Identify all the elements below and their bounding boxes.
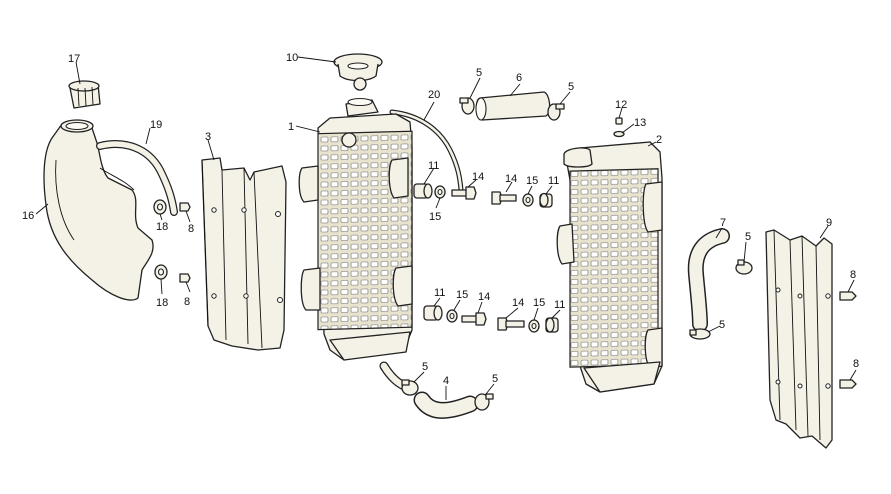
callout-15-upper-right: 15: [526, 175, 538, 187]
callout-11-upper-left: 11: [428, 160, 439, 172]
lower-hose-part: [413, 391, 479, 419]
bolt-part-14-upper-right: [491, 191, 517, 205]
pin-part-8-lower-right: [839, 379, 857, 389]
hose-clamp-part-5-lower-left: [401, 379, 419, 396]
callout-14-lower-right: 14: [512, 297, 524, 309]
callout-5-upper-left: 5: [476, 67, 482, 79]
leader-lines: [35, 56, 857, 400]
bolt-part-14-lower-left: [461, 312, 487, 326]
callout-5-right-upper: 5: [745, 231, 751, 243]
callout-4: 4: [443, 375, 449, 387]
curved-hose-part: [687, 228, 730, 332]
washer-part-18-lower: [154, 264, 168, 280]
callout-8-upper-left: 8: [188, 223, 194, 235]
washer-part-15-upper-left: [434, 185, 446, 199]
callout-8-lower-left: 8: [184, 296, 190, 308]
callout-14-lower-left: 14: [478, 291, 490, 303]
callout-3: 3: [205, 131, 211, 143]
grommet-part-11-lower-right: [545, 317, 559, 333]
right-radiator-part: [556, 141, 663, 393]
callout-17: 17: [68, 53, 80, 65]
callout-labels: 17 16 19 18 18 8 8 3 10 1 20 5 6 5 12 13…: [22, 52, 859, 387]
pin-part-8-lower-left: [179, 273, 191, 283]
callout-18-upper: 18: [156, 221, 168, 233]
hose-clamp-part-5-upper-right: [547, 103, 565, 121]
callout-14-upper-left: 14: [472, 171, 484, 183]
callout-13: 13: [634, 117, 646, 129]
callout-5-lower-left: 5: [422, 361, 428, 373]
callout-11-lower-left: 11: [434, 287, 445, 299]
callout-6: 6: [516, 72, 522, 84]
callout-9: 9: [826, 217, 832, 229]
left-radiator-core: [317, 130, 413, 331]
callout-8-upper-right: 8: [850, 269, 856, 281]
callout-11-upper-right: 11: [548, 175, 559, 187]
callout-11-lower-right: 11: [554, 299, 565, 311]
overflow-tube-part: [389, 109, 464, 193]
callout-5-lower-right: 5: [492, 373, 498, 385]
seal-washer-part-13: [613, 130, 625, 138]
grommet-part-11-upper-left: [413, 183, 433, 199]
right-shroud-part: [765, 229, 833, 449]
callout-18-lower: 18: [156, 297, 168, 309]
callout-7: 7: [720, 217, 726, 229]
grommet-part-11-lower-left: [423, 305, 443, 321]
hose-clamp-part-5-right-upper: [735, 259, 753, 275]
left-radiator-part: [298, 97, 413, 361]
upper-hose-part: [475, 91, 551, 121]
tank-cap-part: [68, 80, 101, 109]
pin-part-8-upper-left: [179, 202, 191, 212]
radiator-cap-part: [333, 53, 383, 91]
callout-15-lower-left: 15: [456, 289, 468, 301]
callout-8-lower-right: 8: [853, 358, 859, 370]
bolt-part-14-upper-left: [451, 186, 477, 200]
callout-10: 10: [286, 52, 298, 64]
callout-5-right-lower: 5: [719, 319, 725, 331]
hose-clamp-part-5-right-lower: [689, 328, 711, 340]
washer-part-15-lower-right: [528, 319, 540, 333]
bleed-screw-part-12: [615, 117, 623, 125]
hose-clamp-part-5-upper-left: [459, 97, 475, 115]
callout-15-upper-left: 15: [429, 211, 441, 223]
overflow-hose-part: [96, 140, 178, 216]
callout-12: 12: [615, 99, 627, 111]
washer-part-15-upper-right: [522, 193, 534, 207]
callout-15-lower-right: 15: [533, 297, 545, 309]
callout-20: 20: [428, 89, 440, 101]
callout-1: 1: [288, 121, 294, 133]
callout-2: 2: [656, 134, 662, 146]
bolt-part-14-lower-right: [497, 317, 525, 331]
hose-clamp-part-5-lower-right: [474, 393, 494, 411]
callout-5-upper-right: 5: [568, 81, 574, 93]
expansion-tank-part: [43, 119, 154, 301]
grommet-part-11-upper-right: [539, 192, 553, 208]
left-shroud-part: [201, 157, 287, 351]
washer-part-15-lower-left: [446, 309, 458, 323]
callout-14-upper-right: 14: [505, 173, 517, 185]
pin-part-8-upper-right: [839, 291, 857, 301]
callout-16: 16: [22, 210, 34, 222]
callout-19: 19: [150, 119, 162, 131]
radiator-outlet-stub: [379, 361, 409, 391]
washer-part-18-upper: [153, 199, 167, 215]
